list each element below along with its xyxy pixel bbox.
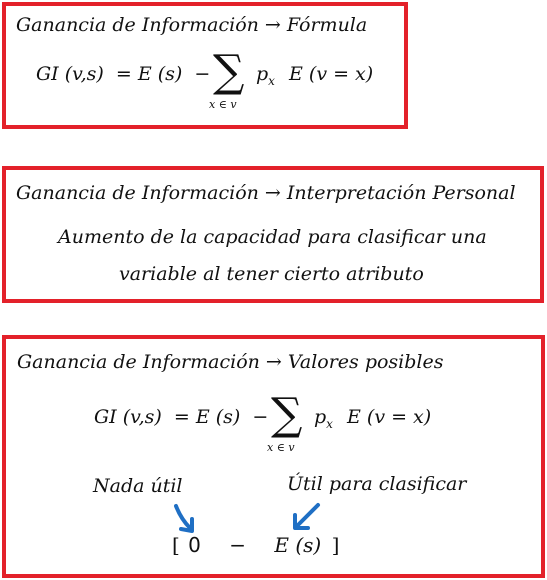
range-close-bracket: ] xyxy=(331,533,340,557)
arrow-down-right-icon xyxy=(174,504,194,533)
box2-title-tail: Interpretación Personal xyxy=(286,182,516,204)
formula-eq: = E (s) xyxy=(115,63,183,85)
box3-title-tail: Valores posibles xyxy=(287,351,444,373)
formula-lhs: GI (v,s) xyxy=(36,63,104,85)
formula-rhs: E (v = x) xyxy=(347,406,432,428)
formula-minus: − xyxy=(252,406,269,428)
formula-p: p xyxy=(256,63,269,85)
box3-formula: GI (v,s) = E (s) − xyxy=(94,406,268,428)
range-zero: 0 xyxy=(188,533,201,557)
sum-symbol: ∑ xyxy=(271,389,303,440)
interpretation-line-2: variable al tener cierto atributo xyxy=(119,263,424,285)
range-entropy: E (s) xyxy=(274,533,322,557)
formula-p: p xyxy=(314,406,327,428)
arrow-down-left-icon xyxy=(293,503,320,530)
box2-title: Ganancia de Información → Interpretación… xyxy=(16,182,516,204)
box3-title: Ganancia de Información → Valores posibl… xyxy=(17,351,444,373)
sum-under: x ∈ v xyxy=(267,441,295,454)
sum-under: x ∈ v xyxy=(209,98,237,111)
box1-title-text: Ganancia de Información xyxy=(16,14,259,36)
box1-title: Ganancia de Información → Fórmula xyxy=(16,14,367,36)
formula-box: Ganancia de Información → Fórmula GI (v,… xyxy=(2,2,408,129)
formula-rhs: E (v = x) xyxy=(289,63,374,85)
interpretation-line-1: Aumento de la capacidad para clasificar … xyxy=(58,226,487,248)
sum-symbol: ∑ xyxy=(213,46,245,97)
box1-title-tail: Fórmula xyxy=(286,14,368,36)
value-range: [ 0 − E (s) ] xyxy=(172,533,339,557)
label-not-useful: Nada útil xyxy=(93,475,183,497)
formula-eq: = E (s) xyxy=(173,406,241,428)
range-dash: − xyxy=(229,533,247,557)
formula-p-sub: x xyxy=(326,417,333,431)
box1-arrow: → xyxy=(264,14,281,36)
formula-p-sub: x xyxy=(268,74,275,88)
label-useful: Útil para clasificar xyxy=(287,473,467,495)
formula-minus: − xyxy=(194,63,211,85)
box2-title-text: Ganancia de Información xyxy=(16,182,259,204)
range-open-bracket: [ xyxy=(172,533,180,557)
box3-title-text: Ganancia de Información xyxy=(17,351,260,373)
box1-formula: GI (v,s) = E (s) − xyxy=(36,63,210,85)
values-box: Ganancia de Información → Valores posibl… xyxy=(2,335,545,578)
box3-formula-rhs: px E (v = x) xyxy=(314,406,432,431)
box1-formula-rhs: px E (v = x) xyxy=(256,63,374,88)
box3-arrow: → xyxy=(265,351,282,373)
box2-arrow: → xyxy=(264,182,281,204)
interpretation-box: Ganancia de Información → Interpretación… xyxy=(2,166,544,303)
formula-lhs: GI (v,s) xyxy=(94,406,162,428)
